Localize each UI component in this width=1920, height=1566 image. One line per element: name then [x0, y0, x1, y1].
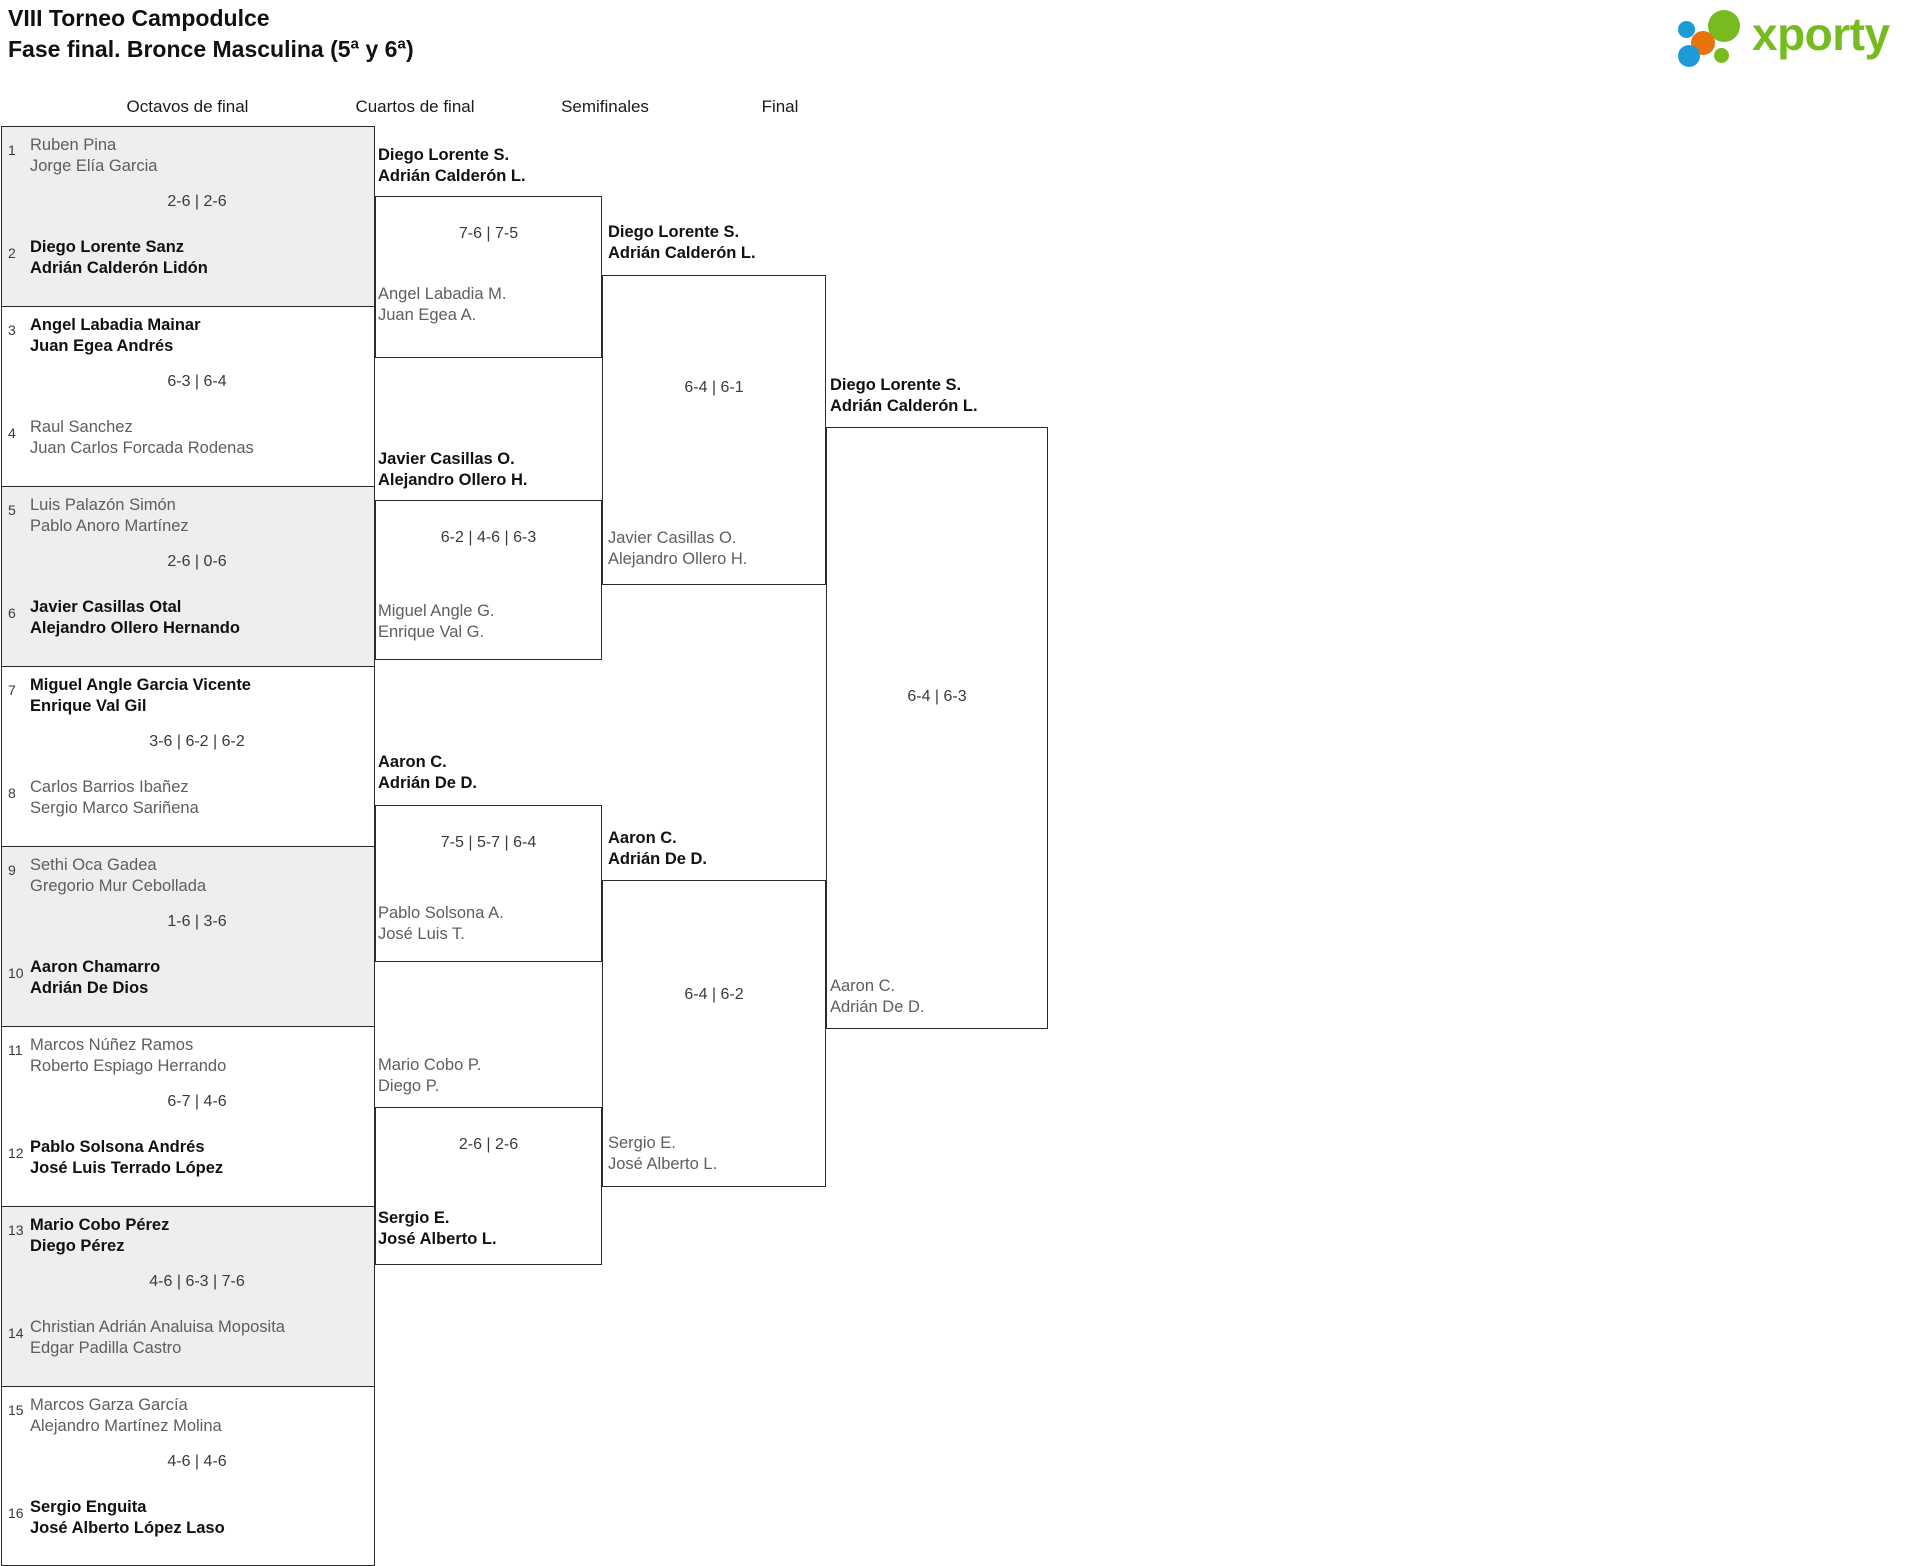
r16-match-3[interactable]: 5 Luis Palazón Simón Pablo Anoro Martíne… — [1, 486, 375, 666]
qf-connector-3: 7-5 | 5-7 | 6-4 — [375, 805, 602, 962]
r16-match-5[interactable]: 9 Sethi Oca Gadea Gregorio Mur Cebollada… — [1, 846, 375, 1026]
r16-match-7[interactable]: 13 Mario Cobo Pérez Diego Pérez 4-6 | 6-… — [1, 1206, 375, 1386]
r16-score: 2-6 | 0-6 — [167, 553, 227, 570]
seed-number: 3 — [8, 322, 16, 338]
seed-number: 1 — [8, 142, 16, 158]
seed-number: 11 — [8, 1042, 23, 1058]
logo-dots-icon — [1676, 8, 1756, 67]
r16-match-6[interactable]: 11 Marcos Núñez Ramos Roberto Espiago He… — [1, 1026, 375, 1206]
seed-number: 7 — [8, 682, 16, 698]
sf-team-bottom: Javier Casillas O. Alejandro Ollero H. — [608, 529, 748, 568]
seed-number: 12 — [8, 1145, 24, 1161]
qf-team-top: Mario Cobo P. Diego P. — [378, 1056, 482, 1095]
qf-team-bottom: Pablo Solsona A. José Luis T. — [378, 904, 504, 943]
r16-team-top: Mario Cobo Pérez Diego Pérez — [30, 1216, 170, 1255]
r16-team-bottom: Aaron Chamarro Adrián De Dios — [30, 958, 161, 997]
r16-score: 4-6 | 4-6 — [167, 1453, 227, 1470]
r16-match-8[interactable]: 15 Marcos Garza García Alejandro Martíne… — [1, 1386, 375, 1566]
sf-team-bottom: Sergio E. José Alberto L. — [608, 1134, 718, 1173]
final-team-bottom: Aaron C. Adrián De D. — [830, 977, 925, 1016]
round-heading-cuartos: Cuartos de final — [355, 97, 475, 116]
sf-connector-1: 6-4 | 6-1 — [602, 275, 826, 585]
r16-score: 6-7 | 4-6 — [167, 1093, 227, 1110]
r16-team-top: Marcos Garza García Alejandro Martínez M… — [30, 1396, 222, 1435]
qf-score: 6-2 | 4-6 | 6-3 — [440, 529, 537, 546]
r16-score: 3-6 | 6-2 | 6-2 — [149, 733, 245, 750]
qf-team-bottom: Sergio E. José Alberto L. — [378, 1209, 497, 1248]
seed-number: 10 — [8, 965, 24, 981]
seed-number: 4 — [8, 425, 16, 441]
final-score: 6-4 | 6-3 — [907, 688, 967, 705]
r16-team-bottom: Christian Adrián Analuisa Moposita Edgar… — [30, 1318, 285, 1357]
r16-score: 4-6 | 6-3 | 7-6 — [149, 1273, 245, 1290]
r16-team-top: Miguel Angle Garcia Vicente Enrique Val … — [30, 676, 251, 715]
qf-connector-2: 6-2 | 4-6 | 6-3 — [375, 500, 602, 660]
logo-dot-blue-small-icon — [1678, 21, 1695, 38]
logo-dot-blue-large-icon — [1678, 45, 1700, 67]
logo-dot-green-small-icon — [1714, 48, 1729, 63]
qf-score: 7-6 | 7-5 — [458, 225, 519, 242]
qf-team-bottom: Miguel Angle G. Enrique Val G. — [378, 602, 495, 641]
sf-team-top: Diego Lorente S. Adrián Calderón L. — [608, 223, 756, 262]
sf-score: 6-4 | 6-1 — [684, 379, 744, 396]
sf-score: 6-4 | 6-2 — [684, 986, 744, 1003]
final-team-top: Diego Lorente S. Adrián Calderón L. — [830, 376, 978, 415]
final-connector: 6-4 | 6-3 — [826, 427, 1048, 1029]
round-heading-semifinales: Semifinales — [561, 97, 649, 116]
r16-team-bottom: Javier Casillas Otal Alejandro Ollero He… — [30, 598, 240, 637]
seed-number: 6 — [8, 605, 16, 621]
qf-team-bottom: Angel Labadia M. Juan Egea A. — [378, 285, 507, 324]
seed-number: 9 — [8, 862, 16, 878]
seed-number: 13 — [8, 1222, 24, 1238]
qf-team-top: Aaron C. Adrián De D. — [378, 753, 478, 792]
seed-number: 2 — [8, 245, 16, 261]
seed-number: 5 — [8, 502, 16, 518]
seed-number: 8 — [8, 785, 16, 801]
r16-team-top: Marcos Núñez Ramos Roberto Espiago Herra… — [30, 1036, 227, 1075]
sf-team-top: Aaron C. Adrián De D. — [608, 829, 708, 868]
round-heading-octavos: Octavos de final — [126, 97, 249, 116]
seed-number: 14 — [8, 1325, 24, 1341]
round-of-16-column: 1 Ruben Pina Jorge Elía Garcia 2-6 | 2-6… — [1, 126, 375, 1566]
r16-team-bottom: Carlos Barrios Ibañez Sergio Marco Sariñ… — [30, 778, 199, 817]
r16-team-bottom: Raul Sanchez Juan Carlos Forcada Rodenas — [30, 418, 254, 457]
r16-team-top: Luis Palazón Simón Pablo Anoro Martínez — [30, 496, 189, 535]
r16-team-top: Sethi Oca Gadea Gregorio Mur Cebollada — [30, 856, 207, 895]
r16-score: 2-6 | 2-6 — [167, 193, 227, 210]
qf-connector-1: 7-6 | 7-5 — [375, 196, 602, 358]
r16-match-2[interactable]: 3 Angel Labadia Mainar Juan Egea Andrés … — [1, 306, 375, 486]
qf-team-top: Javier Casillas O. Alejandro Ollero H. — [378, 450, 528, 489]
seed-number: 16 — [8, 1505, 24, 1521]
title-line-1: VIII Torneo Campodulce — [8, 5, 270, 31]
r16-team-bottom: Sergio Enguita José Alberto López Laso — [30, 1498, 225, 1537]
qf-connector-4: 2-6 | 2-6 — [375, 1107, 602, 1265]
r16-team-bottom: Diego Lorente Sanz Adrián Calderón Lidón — [30, 238, 208, 277]
r16-team-bottom: Pablo Solsona Andrés José Luis Terrado L… — [30, 1138, 224, 1177]
qf-score: 2-6 | 2-6 — [458, 1136, 519, 1153]
qf-team-top: Diego Lorente S. Adrián Calderón L. — [378, 146, 526, 185]
page-title: VIII Torneo Campodulce Fase final. Bronc… — [8, 3, 414, 64]
logo-wordmark: xporty — [1752, 8, 1890, 60]
r16-score: 6-3 | 6-4 — [167, 373, 227, 390]
r16-score: 1-6 | 3-6 — [167, 913, 227, 930]
r16-team-top: Ruben Pina Jorge Elía Garcia — [30, 136, 158, 175]
r16-match-1[interactable]: 1 Ruben Pina Jorge Elía Garcia 2-6 | 2-6… — [1, 126, 375, 306]
round-heading-final: Final — [761, 97, 799, 116]
r16-team-top: Angel Labadia Mainar Juan Egea Andrés — [30, 316, 201, 355]
seed-number: 15 — [8, 1402, 24, 1418]
xporty-logo: xporty — [1676, 8, 1898, 67]
r16-match-4[interactable]: 7 Miguel Angle Garcia Vicente Enrique Va… — [1, 666, 375, 846]
title-line-2: Fase final. Bronce Masculina (5ª y 6ª) — [8, 35, 414, 62]
qf-score: 7-5 | 5-7 | 6-4 — [440, 834, 537, 851]
sf-connector-2: 6-4 | 6-2 — [602, 880, 826, 1187]
